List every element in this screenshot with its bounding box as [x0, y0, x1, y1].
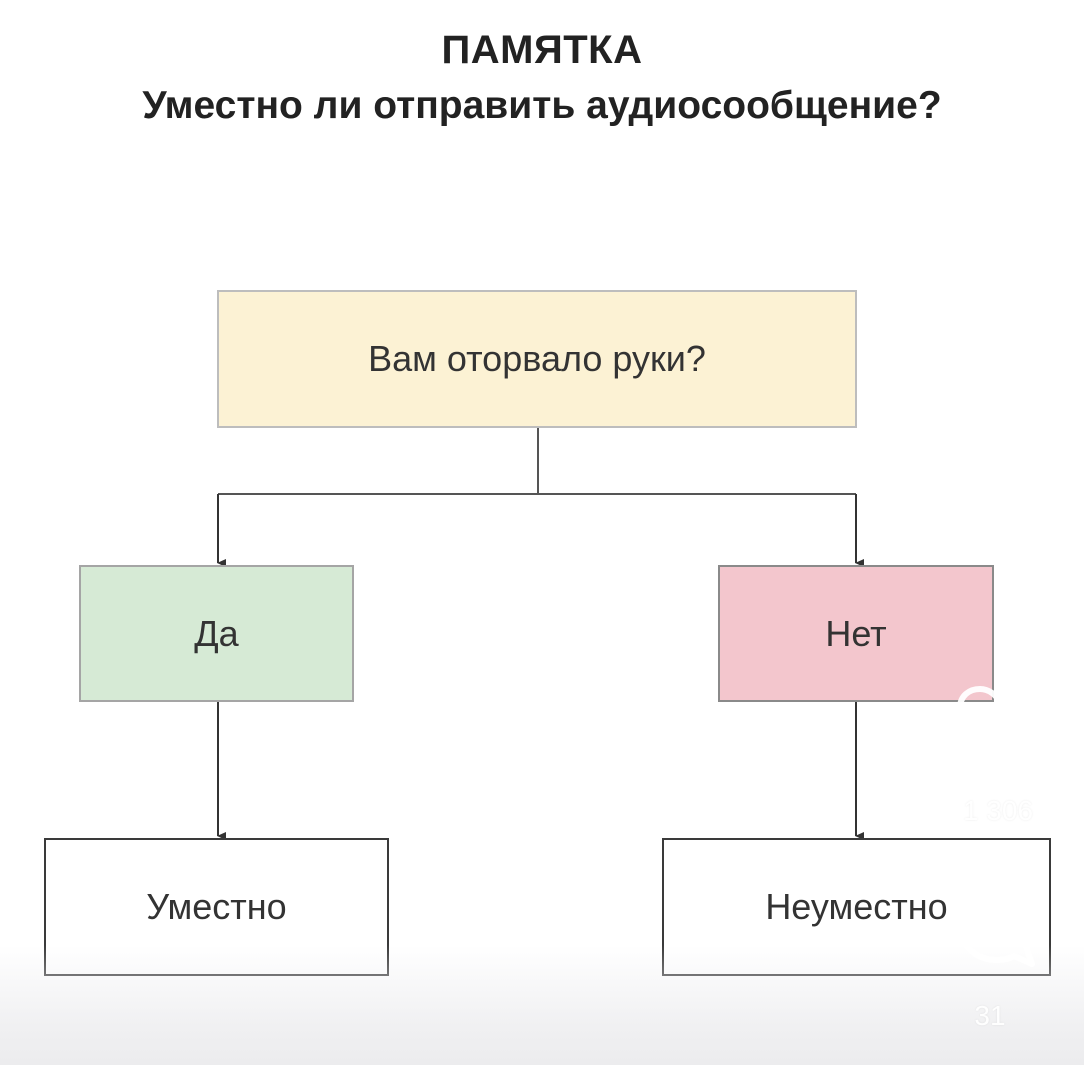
heart-icon[interactable] [955, 684, 1045, 764]
memo-title: ПАМЯТКА [441, 28, 643, 72]
no-label: Нет [825, 612, 887, 654]
appropriate-label: Уместно [146, 886, 287, 927]
memo-subtitle: Уместно ли отправить аудиосообщение? [142, 84, 942, 127]
like-count: 1 306 [962, 795, 1034, 826]
question-label: Вам оторвало руки? [368, 338, 706, 379]
yes-box: Да [79, 565, 354, 702]
yes-label: Да [194, 612, 239, 654]
no-box: Нет [718, 565, 994, 702]
comment-count: 31 [974, 1000, 1006, 1031]
appropriate-result-box: Уместно [44, 838, 389, 976]
comment-bubble-icon[interactable] [952, 884, 1042, 974]
question-box: Вам оторвало руки? [217, 290, 857, 428]
inappropriate-label: Неуместно [765, 886, 948, 927]
